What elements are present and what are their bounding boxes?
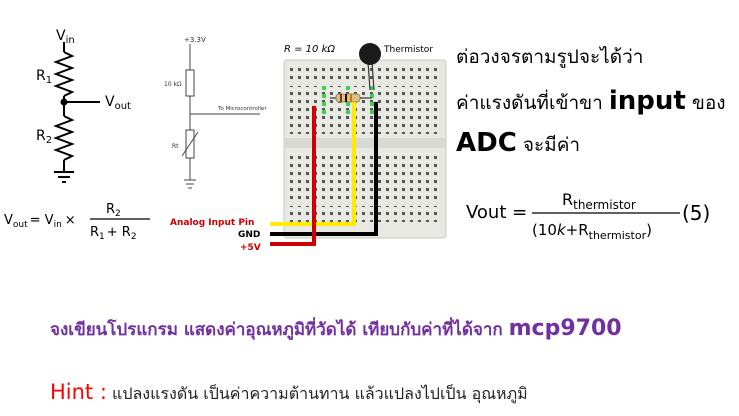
task-instruction: จงเขียนโปรแกรม แสดงค่าอุณหภูมิที่วัดได้ …	[50, 316, 622, 341]
explanation-line-1: ต่อวงจรตามรูปจะได้ว่า	[456, 46, 644, 68]
explanation-line-3: ADC จะมีค่า	[456, 128, 581, 158]
breadboard-diagram: R = 10 kΩ Thermistor Analog Input Pin GN…	[170, 43, 447, 253]
formula-denominator: (10k+Rthermistor)	[532, 221, 652, 242]
gnd-label: GND	[238, 230, 260, 240]
voltage-divider-diagram: Vin R1 R2 Vout Vout= Vin× R2 R1+ R2	[4, 28, 150, 242]
divider-equation-lhs: Vout= Vin×	[4, 213, 76, 230]
divider-equation-denominator: R1+ R2	[90, 225, 137, 242]
thermistor-schematic-label: Rt	[172, 143, 179, 150]
vin-label: Vin	[56, 28, 75, 46]
mcp9700-keyword: mcp9700	[508, 316, 622, 341]
r2-label: R2	[36, 128, 52, 146]
formula-numerator: Rthermistor	[562, 190, 636, 212]
yellow-wire	[270, 102, 356, 226]
supply-label: +3.3V	[184, 36, 206, 44]
divider-equation-numerator: R2	[106, 202, 121, 219]
r1-label: R1	[36, 68, 52, 86]
red-wire	[270, 106, 316, 246]
vout-formula: Vout = Rthermistor (10k+Rthermistor) (5)	[466, 190, 710, 242]
resistor-component	[335, 93, 361, 103]
adc-keyword: ADC	[456, 128, 517, 158]
hint-label: Hint :	[50, 380, 107, 404]
resistor-label: 10 kΩ	[164, 81, 182, 88]
hint-line: Hint : แปลงแรงดัน เป็นค่าความต้านทาน แล้…	[50, 380, 528, 404]
formula-equation-number: (5)	[682, 201, 710, 225]
input-keyword: input	[608, 86, 686, 116]
to-microcontroller-label: To Microcontroller	[217, 106, 267, 112]
plus5v-label: +5V	[240, 243, 261, 253]
explanation-line-2: ค่าแรงดันที่เข้าขา input ของ	[456, 86, 726, 116]
black-wire	[270, 102, 378, 236]
thermistor-label: Thermistor	[383, 45, 433, 55]
thermistor-schematic: +3.3V 10 kΩ To Microcontroller Rt	[164, 36, 267, 189]
vout-label: Vout	[105, 94, 131, 112]
resistor-value-label: R = 10 kΩ	[284, 44, 335, 55]
thermistor-component	[359, 43, 381, 65]
analog-input-pin-label: Analog Input Pin	[170, 218, 254, 228]
formula-lhs: Vout =	[466, 202, 527, 223]
